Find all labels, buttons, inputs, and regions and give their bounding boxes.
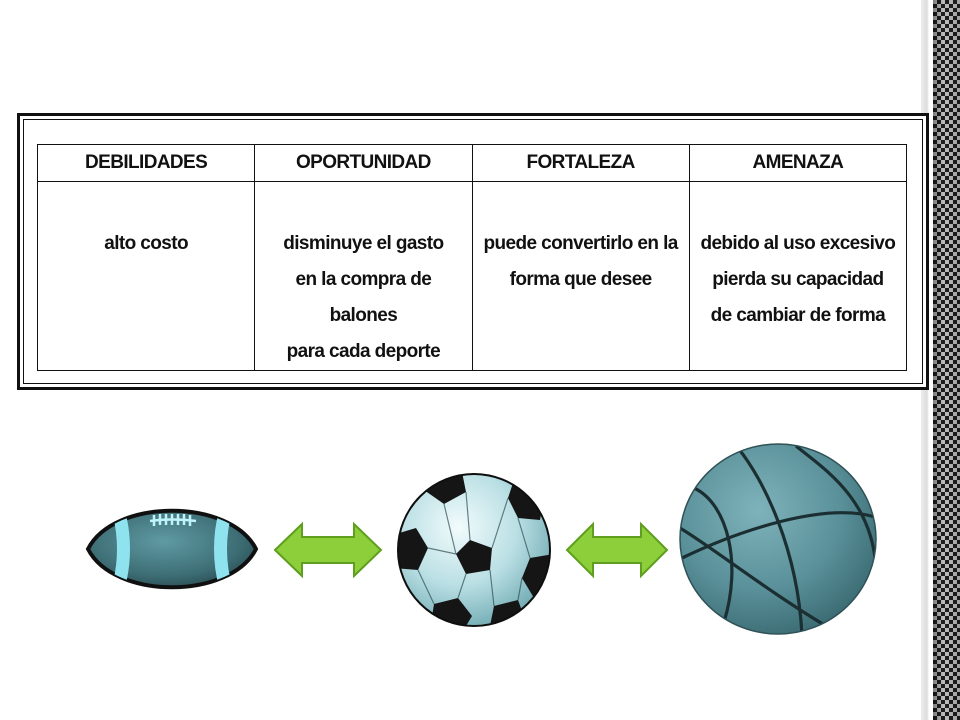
cell-debilidades: alto costo [36,181,256,371]
cell-oportunidad: disminuye el gasto en la compra de balon… [254,181,473,371]
decorative-edge-strip [921,0,960,720]
double-arrow-icon [565,521,669,579]
double-arrow-icon [273,521,383,579]
football-icon [85,508,259,590]
header-amenaza: AMENAZA [688,144,908,182]
basketball-icon [679,443,877,635]
header-debilidades: DEBILIDADES [36,144,256,182]
swot-table: DEBILIDADES OPORTUNIDAD FORTALEZA AMENAZ… [36,144,908,371]
cell-amenaza: debido al uso excesivo pierda su capacid… [688,181,908,371]
strip-shade [933,0,960,720]
table-frame-inner [23,119,923,384]
soccer-ball-icon [397,473,551,627]
swot-header-row: DEBILIDADES OPORTUNIDAD FORTALEZA AMENAZ… [36,144,908,182]
checkered-strip [933,0,960,720]
swot-body-row: alto costo disminuye el gasto en la comp… [36,181,908,371]
header-oportunidad: OPORTUNIDAD [254,144,473,182]
cell-fortaleza: puede convertirlo en la forma que desee [471,181,690,371]
header-fortaleza: FORTALEZA [471,144,690,182]
